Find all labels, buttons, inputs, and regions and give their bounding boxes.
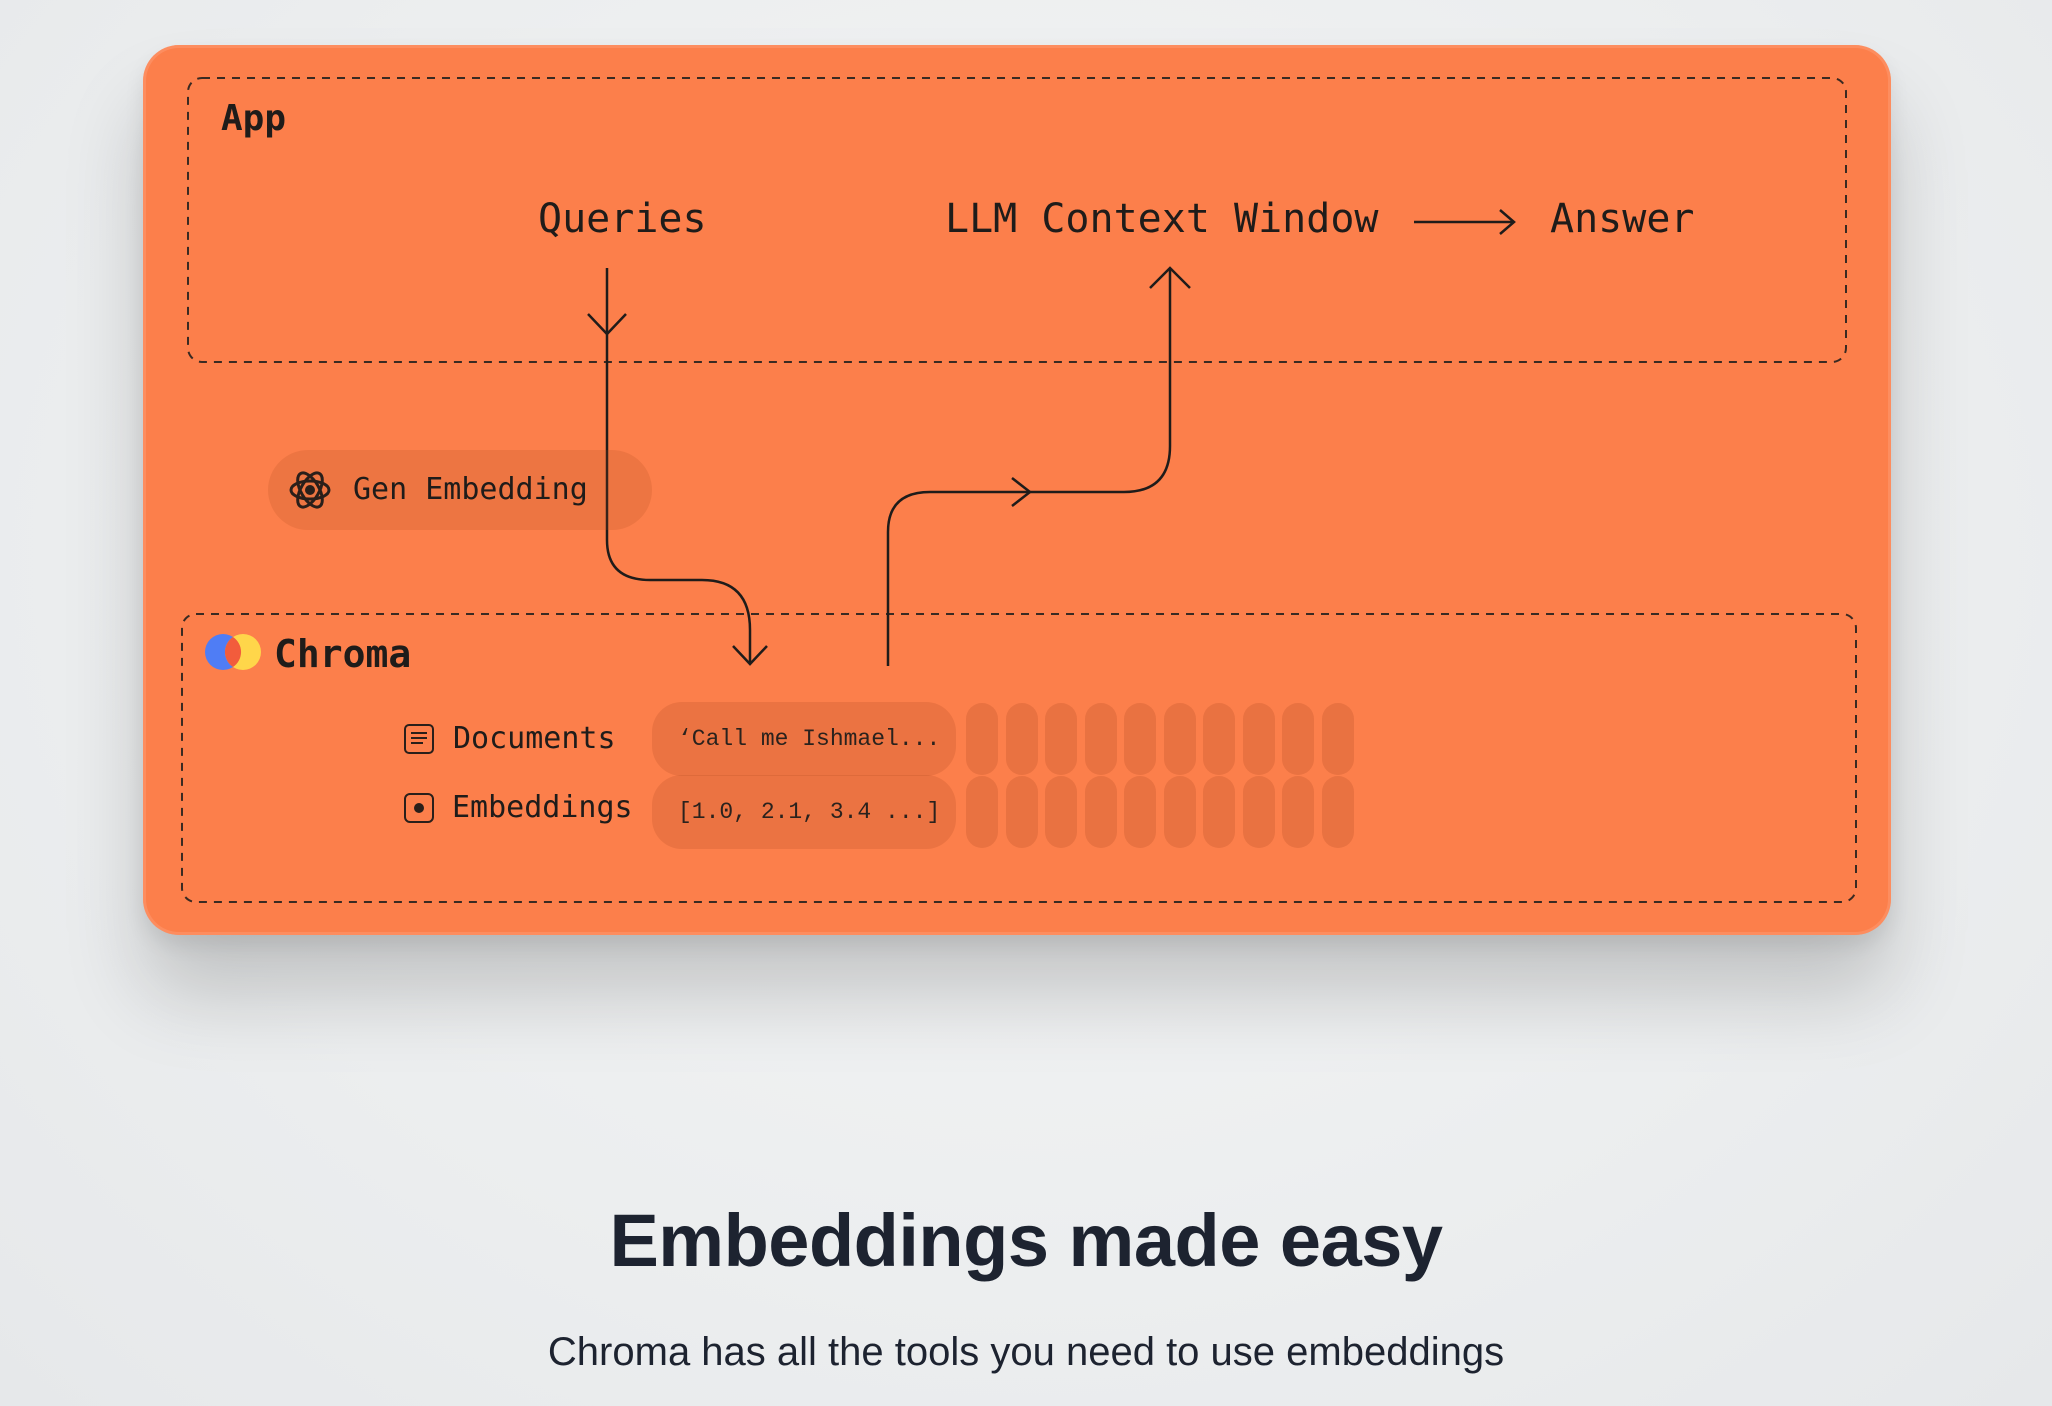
context-window-label: LLM Context Window (945, 196, 1379, 242)
collection-column-document (1005, 703, 1038, 775)
collection-column-document (1045, 703, 1077, 775)
chroma-logo (205, 634, 261, 670)
collection-column-document (1124, 703, 1156, 775)
answer-label: Answer (1550, 196, 1695, 242)
collection-column-embedding (1242, 776, 1275, 848)
gen-embedding-label: Gen Embedding (353, 472, 588, 507)
document-icon (404, 724, 434, 754)
collection-column-embedding (1005, 776, 1038, 848)
collection-column-embedding (1203, 776, 1235, 848)
embedding-value: [1.0, 2.1, 3.4 ...] (678, 799, 941, 825)
page-headline: Embeddings made easy (609, 1199, 1443, 1282)
embedding-value-pill: [1.0, 2.1, 3.4 ...] (652, 775, 956, 849)
collection-column-embedding (1124, 776, 1156, 848)
page-subheadline: Chroma has all the tools you need to use… (547, 1330, 1505, 1374)
collection-column-embedding (1084, 776, 1117, 848)
collection-column-document (1203, 703, 1235, 775)
gen-embedding-pill: Gen Embedding (268, 450, 652, 530)
collection-column-document (1321, 703, 1354, 775)
collection-column-document (1084, 703, 1117, 775)
embedding-icon (404, 793, 434, 823)
collection-column-document (1242, 703, 1275, 775)
app-title: App (221, 98, 287, 139)
openai-icon (289, 471, 331, 509)
documents-label: Documents (453, 721, 616, 756)
collection-column-document (1163, 703, 1196, 775)
collection-column-embedding (1282, 776, 1314, 848)
collection-column-document (1282, 703, 1314, 775)
collection-column-embedding (1163, 776, 1196, 848)
collection-column-embedding (1321, 776, 1354, 848)
document-value-pill: ‘Call me Ishmael... (652, 702, 956, 776)
chroma-title: Chroma (274, 632, 412, 676)
embeddings-label: Embeddings (452, 790, 633, 825)
document-value: ‘Call me Ishmael... (678, 726, 941, 752)
collection-column-embedding (966, 776, 998, 848)
collection-column-document (966, 703, 998, 775)
queries-label: Queries (538, 196, 707, 242)
collection-column-embedding (1045, 776, 1077, 848)
